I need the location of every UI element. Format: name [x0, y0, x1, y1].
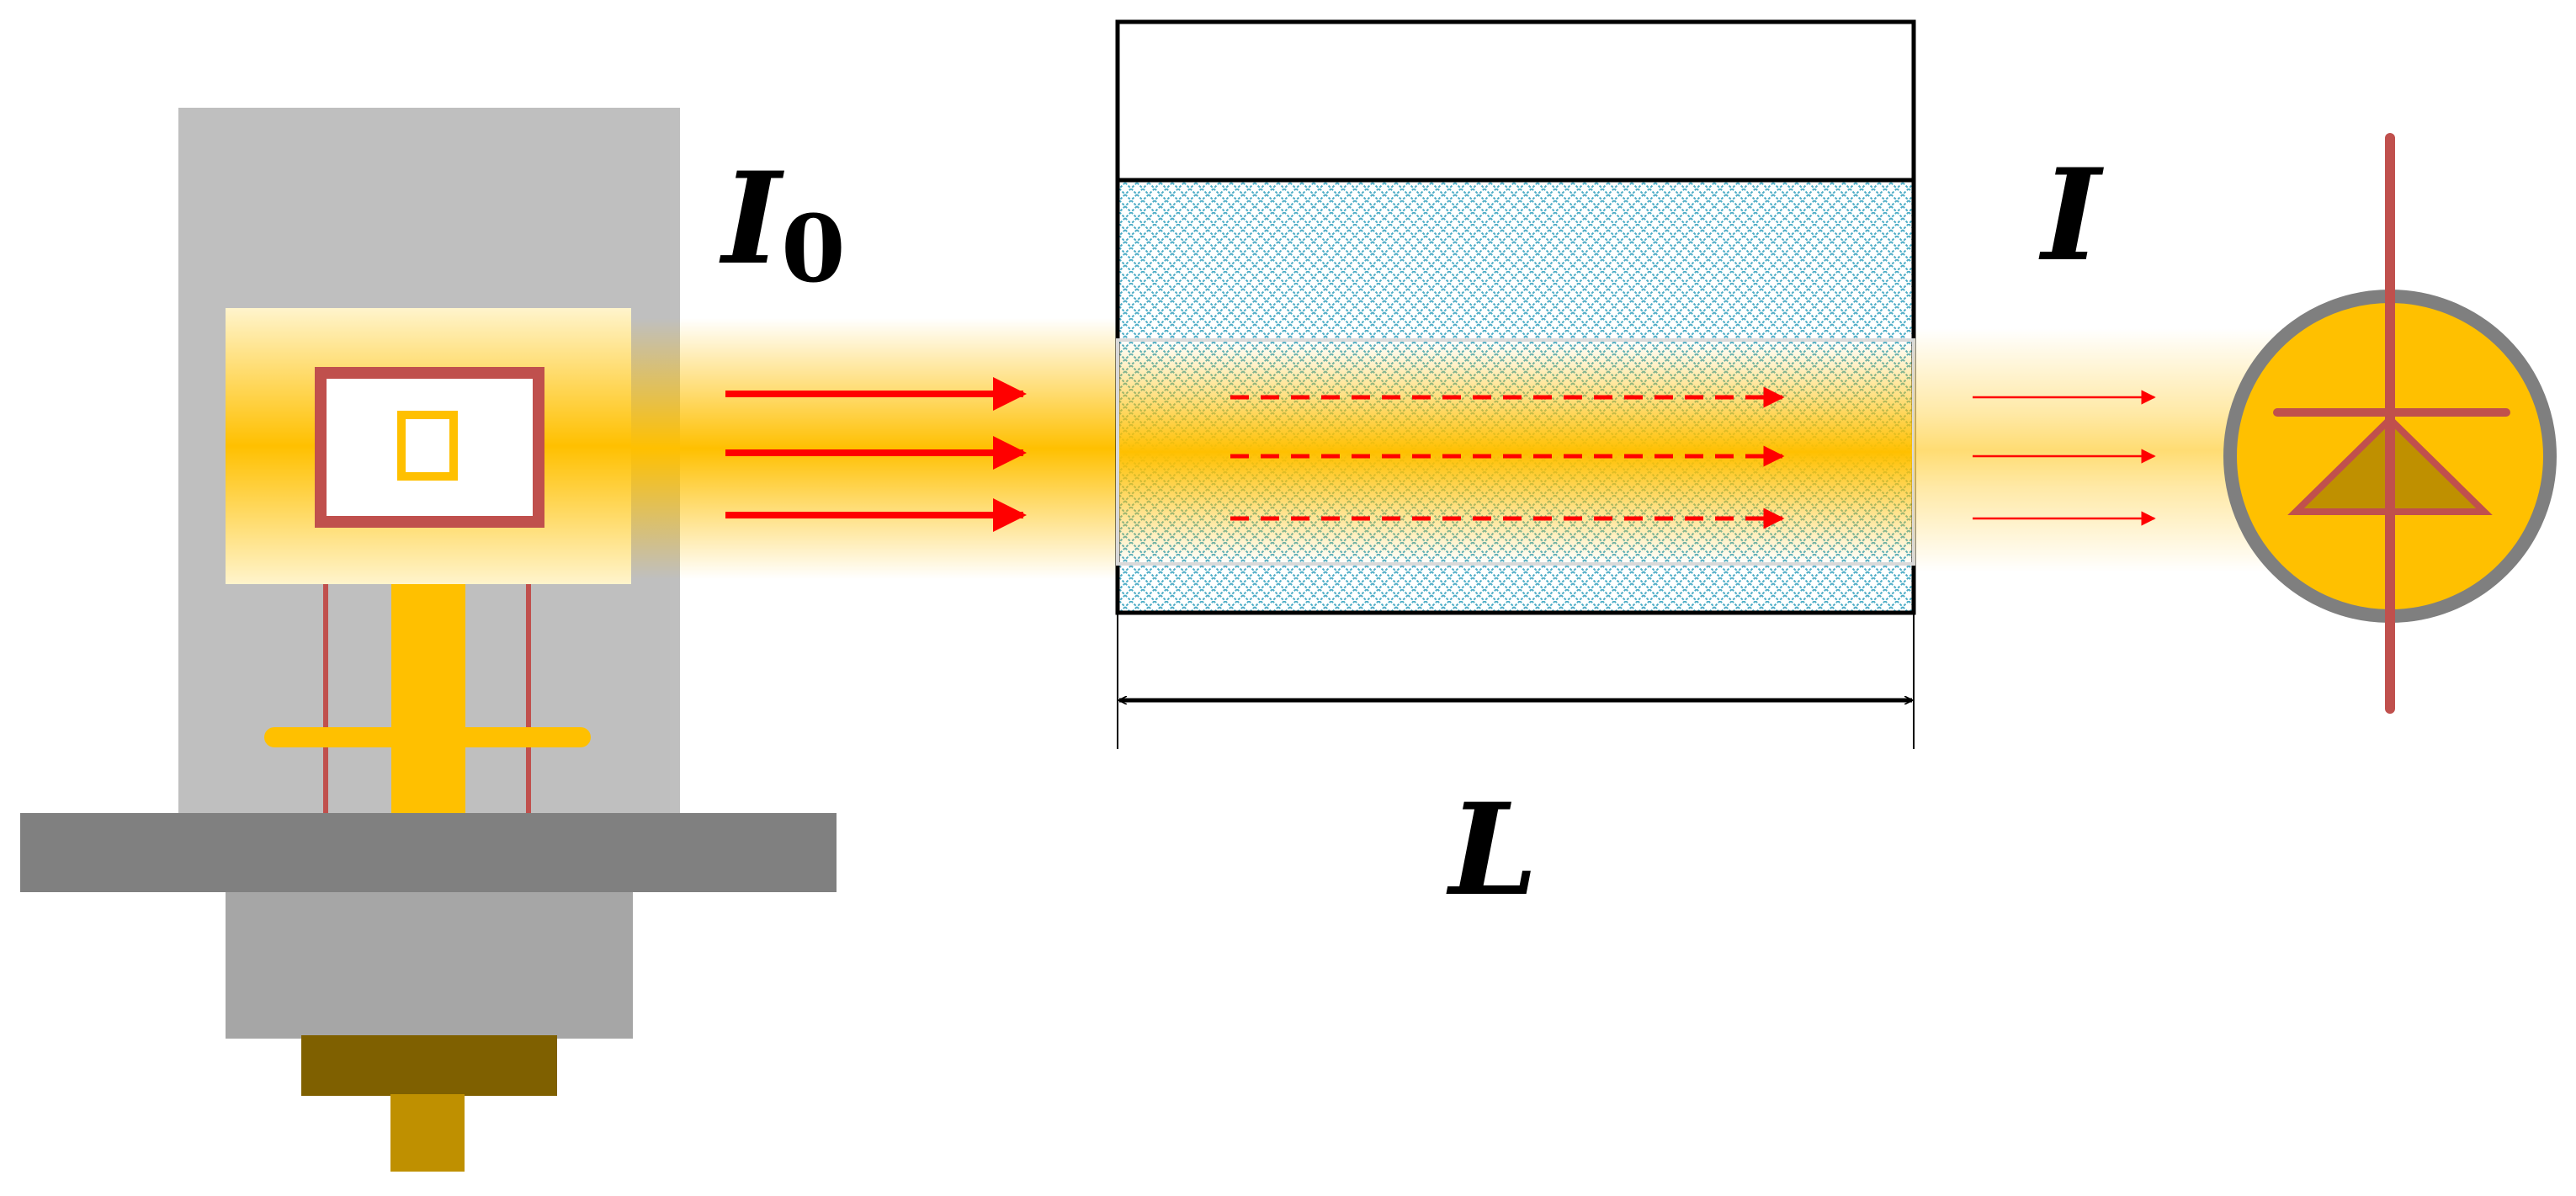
- cell-top-compartment: [1115, 19, 1916, 183]
- filament-frame: [315, 367, 544, 528]
- path-length-label: L: [1446, 776, 1538, 924]
- transmitted-intensity-label: I: [2038, 141, 2104, 290]
- transmitted-arrows: [1973, 390, 2156, 526]
- incident-intensity-label: I0: [719, 145, 846, 303]
- attenuating-arrows: [1230, 386, 1785, 529]
- incident-arrows: [725, 377, 1027, 532]
- incident-intensity-symbol: I: [719, 145, 784, 293]
- lamp-pin: [390, 1094, 465, 1172]
- incident-beam: [631, 318, 1119, 579]
- cell-beam: [1118, 340, 1914, 564]
- lamp-stem: [391, 584, 465, 813]
- lamp-connector: [301, 1035, 557, 1096]
- path-length-dimension: [1117, 613, 1915, 749]
- base-plate: [20, 813, 837, 892]
- incident-intensity-subscript: 0: [781, 194, 846, 303]
- lamp-socket: [226, 892, 633, 1039]
- filament-square: [397, 411, 458, 481]
- light-source: [20, 108, 837, 1172]
- photodiode-detector: [2223, 133, 2557, 714]
- sample-cell: [1115, 19, 1916, 615]
